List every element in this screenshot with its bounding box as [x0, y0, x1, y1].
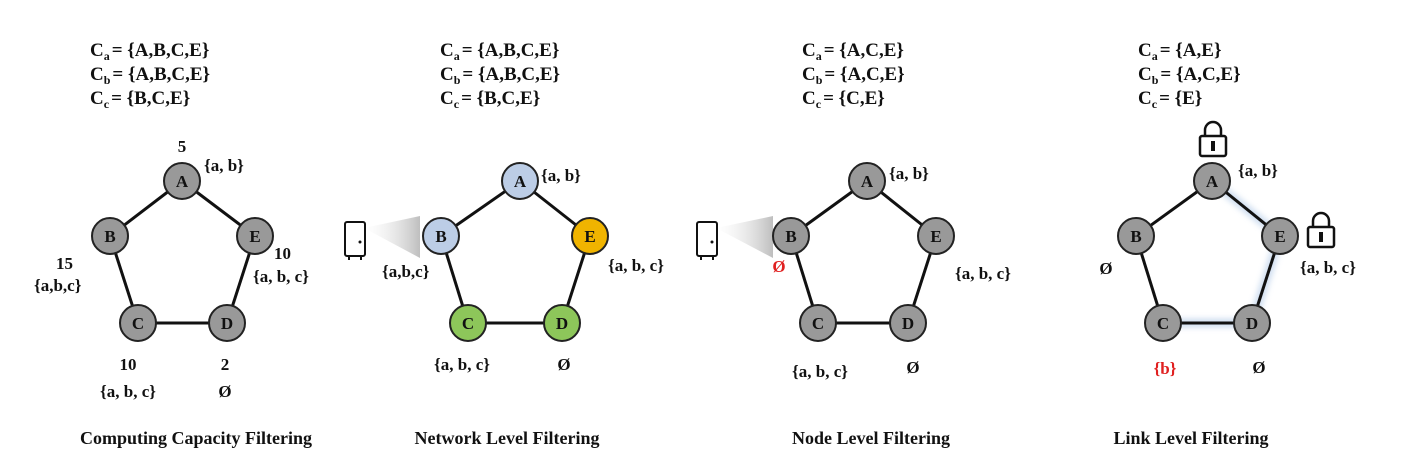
set-list: Ca= {A,B,C,E} Cb= {A,B,C,E} Cc= {B,C,E}: [90, 40, 210, 111]
node-C-set: {b}: [1154, 359, 1177, 378]
svg-text:C: C: [1157, 314, 1169, 333]
graph-edges: [1134, 179, 1282, 325]
set-line-a: Ca= {A,E}: [1138, 40, 1221, 63]
set-line-b: Cb= {A,C,E}: [802, 64, 905, 87]
node-B: B: [772, 217, 810, 255]
node-D-set: Ø: [1252, 358, 1265, 377]
panel-title: Node Level Filtering: [792, 428, 950, 448]
node-B: B: [91, 217, 129, 255]
svg-text:A: A: [176, 172, 189, 191]
node-A: A: [848, 162, 886, 200]
svg-text:E: E: [249, 227, 260, 246]
lock-icon: [1306, 211, 1336, 249]
node-E-set: {a, b, c}: [608, 256, 664, 275]
node-B-set: {a,b,c}: [382, 262, 430, 281]
node-A-set: {a, b}: [1238, 161, 1278, 180]
node-E-set: {a, b, c}: [955, 264, 1011, 283]
panel-node-level: Ca= {A,C,E} Cb= {A,C,E} Cc= {C,E} A B: [696, 40, 1011, 448]
svg-text:A: A: [861, 172, 874, 191]
node-B: B: [422, 217, 460, 255]
set-line-c: Cc= {B,C,E}: [90, 88, 190, 111]
node-E-set: {a, b, c}: [253, 267, 309, 286]
node-E-set: {a, b, c}: [1300, 258, 1356, 277]
node-C: C: [449, 304, 487, 342]
node-D-set: Ø: [906, 358, 919, 377]
svg-text:C: C: [132, 314, 144, 333]
node-D: D: [543, 304, 581, 342]
node-C: C: [119, 304, 157, 342]
node-C-set: {a, b, c}: [100, 382, 156, 401]
node-E-capacity: 10: [274, 244, 291, 263]
panel-title: Computing Capacity Filtering: [80, 428, 312, 448]
node-E: E: [236, 217, 274, 255]
node-E: E: [917, 217, 955, 255]
svg-text:C: C: [462, 314, 474, 333]
node-A-set: {a, b}: [204, 156, 244, 175]
node-E: E: [571, 217, 609, 255]
graph-edges: [108, 179, 257, 325]
node-B-set: Ø: [772, 257, 785, 276]
set-list: Ca= {A,E} Cb= {A,C,E} Cc= {E}: [1138, 40, 1241, 111]
node-C: C: [1144, 304, 1182, 342]
node-D: D: [208, 304, 246, 342]
svg-text:D: D: [1246, 314, 1258, 333]
node-B-set: {a,b,c}: [34, 276, 82, 295]
svg-text:B: B: [104, 227, 115, 246]
node-A: A: [501, 162, 539, 200]
svg-text:E: E: [930, 227, 941, 246]
node-A-circle: [163, 162, 201, 200]
svg-text:B: B: [785, 227, 796, 246]
svg-text:A: A: [514, 172, 527, 191]
node-D: D: [889, 304, 927, 342]
set-line-c: Cc= {C,E}: [802, 88, 885, 111]
node-B-set: Ø: [1099, 259, 1112, 278]
panel-computing-capacity: Ca= {A,B,C,E} Cb= {A,B,C,E} Cc= {B,C,E} …: [34, 40, 312, 448]
node-B-capacity: 15: [56, 254, 73, 273]
node-D-capacity: 2: [221, 355, 230, 374]
svg-text:C: C: [812, 314, 824, 333]
set-list: Ca= {A,C,E} Cb= {A,C,E} Cc= {C,E}: [802, 40, 905, 111]
set-line-a: Ca= {A,C,E}: [802, 40, 904, 63]
node-E: E: [1261, 217, 1299, 255]
server-icon: [696, 216, 773, 260]
panel-link-level: Ca= {A,E} Cb= {A,C,E} Cc= {E} A B E: [1099, 40, 1356, 448]
node-A: A: [163, 162, 201, 200]
node-C-set: {a, b, c}: [434, 355, 490, 374]
svg-text:D: D: [902, 314, 914, 333]
node-A-set: {a, b}: [541, 166, 581, 185]
set-line-a: Ca= {A,B,C,E}: [440, 40, 559, 63]
svg-text:D: D: [221, 314, 233, 333]
panel-network-level: Ca= {A,B,C,E} Cb= {A,B,C,E} Cc= {B,C,E} …: [344, 40, 664, 448]
server-icon: [344, 216, 420, 260]
svg-text:B: B: [435, 227, 446, 246]
svg-text:B: B: [1130, 227, 1141, 246]
set-line-c: Cc= {E}: [1138, 88, 1202, 111]
node-A-capacity: 5: [178, 137, 187, 156]
set-line-c: Cc= {B,C,E}: [440, 88, 540, 111]
node-C-capacity: 10: [120, 355, 137, 374]
svg-text:D: D: [556, 314, 568, 333]
node-D-set: Ø: [218, 382, 231, 401]
svg-text:E: E: [1274, 227, 1285, 246]
set-line-b: Cb= {A,B,C,E}: [440, 64, 560, 87]
graph-edges: [789, 179, 938, 325]
node-B: B: [1117, 217, 1155, 255]
svg-text:A: A: [1206, 172, 1219, 191]
node-C: C: [799, 304, 837, 342]
panel-title: Link Level Filtering: [1114, 428, 1269, 448]
set-list: Ca= {A,B,C,E} Cb= {A,B,C,E} Cc= {B,C,E}: [440, 40, 560, 111]
node-D-set: Ø: [557, 355, 570, 374]
svg-text:E: E: [584, 227, 595, 246]
node-A-set: {a, b}: [889, 164, 929, 183]
node-C-set: {a, b, c}: [792, 362, 848, 381]
lock-icon: [1198, 120, 1228, 158]
node-D: D: [1233, 304, 1271, 342]
panel-title: Network Level Filtering: [415, 428, 600, 448]
set-line-b: Cb= {A,B,C,E}: [90, 64, 210, 87]
node-A: A: [1193, 162, 1231, 200]
graph-edges: [439, 179, 592, 325]
set-line-a: Ca= {A,B,C,E}: [90, 40, 209, 63]
set-line-b: Cb= {A,C,E}: [1138, 64, 1241, 87]
